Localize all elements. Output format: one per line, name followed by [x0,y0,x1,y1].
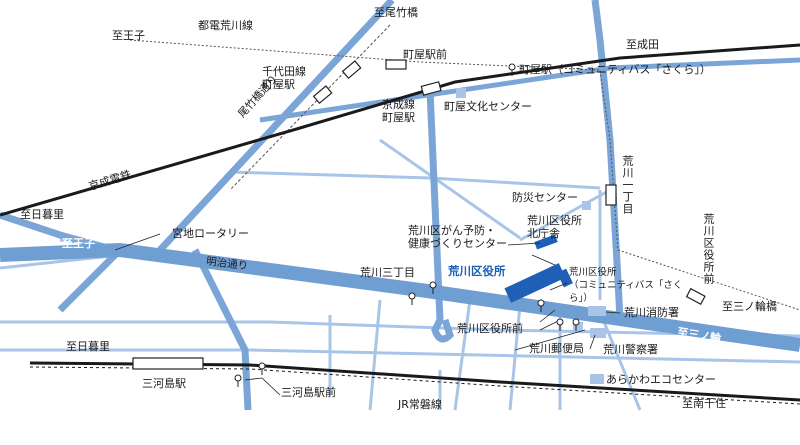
label-oji-top: 至王子 [112,29,145,42]
shobosho-block [588,306,606,316]
label-arakawa-3chome: 荒川三丁目 [360,266,415,279]
eco-center-block [590,374,604,384]
label-kuyakusho-bus: 荒川区役所 （コミュニティバス「さくら」） [569,267,683,304]
label-bousai: 防災センター [512,191,578,204]
label-naruta: 至成田 [626,38,659,51]
label-toden: 都電荒川線 [198,19,253,32]
label-machiya-bus: 町屋駅（コミュニティバス「さくら」） [519,63,711,76]
label-mikawashima-ekimae: 三河島駅前 [281,386,336,399]
arakawa-1chome-station-box [605,184,617,206]
label-keisei-machiya: 京成線 町屋駅 [382,98,415,124]
label-city-hall: 荒川区役所 [448,264,506,278]
kuyakusho-mae-station-box [685,287,706,305]
bus-stops [234,63,580,387]
label-kuyakusho-mae-vert: 荒川区役所前 [702,213,715,285]
label-nippori-left: 至日暮里 [20,208,64,221]
label-jr-joban: JR常磐線 [398,398,442,411]
label-gan-yobo: 荒川区がん予防・ 健康づくりセンター [408,224,507,250]
city-hall-annex [557,268,573,288]
main-roads [0,0,800,411]
label-keisatsusho: 荒川警察署 [603,343,658,356]
yubinkyoku-block [573,322,583,332]
north-building [534,234,558,250]
meiji-dori-road [0,242,800,352]
machiya-bunka-block [456,88,466,98]
label-mikawashima: 三河島駅 [142,377,186,390]
machiya-station-box [385,59,407,70]
label-kita-chosha: 荒川区役所 北庁舎 [527,214,582,240]
label-shobosho: 荒川消防署 [624,306,679,319]
chiyoda-line [229,24,391,191]
chiyoda-station-box [341,60,362,80]
label-minowa: 至三ノ輪橋 [722,300,777,313]
chiyoda-station-box-2 [312,85,333,105]
label-odaibashi-top: 至尾竹橋 [374,6,418,19]
mikawashima-station-box [132,357,204,370]
label-kuyakusho-mae: 荒川区役所前 [457,322,523,335]
bousai-center-block [582,201,591,210]
keisatsusho-block [590,328,606,338]
label-yubinkyoku: 荒川郵便局 [529,342,584,355]
label-oji-road: 至王子 [62,237,95,250]
keisei-machiya-station-box [420,81,442,96]
label-eco-center: あらかわエコセンター [606,373,716,386]
label-minamisenju: 至南千住 [682,397,726,410]
city-hall-building [504,263,566,303]
label-miyaji-rotary: 宮地ロータリー [172,227,249,240]
label-machiya-ekimae: 町屋駅前 [403,48,447,61]
keisei-railway [0,43,800,217]
label-arakawa-1chome: 荒川一丁目 [621,155,634,215]
label-nippori-bottom: 至日暮里 [66,340,110,353]
label-chiyoda-line: 千代田線 町屋駅 [262,65,306,91]
label-machiya-bunka: 町屋文化センター [444,100,532,113]
